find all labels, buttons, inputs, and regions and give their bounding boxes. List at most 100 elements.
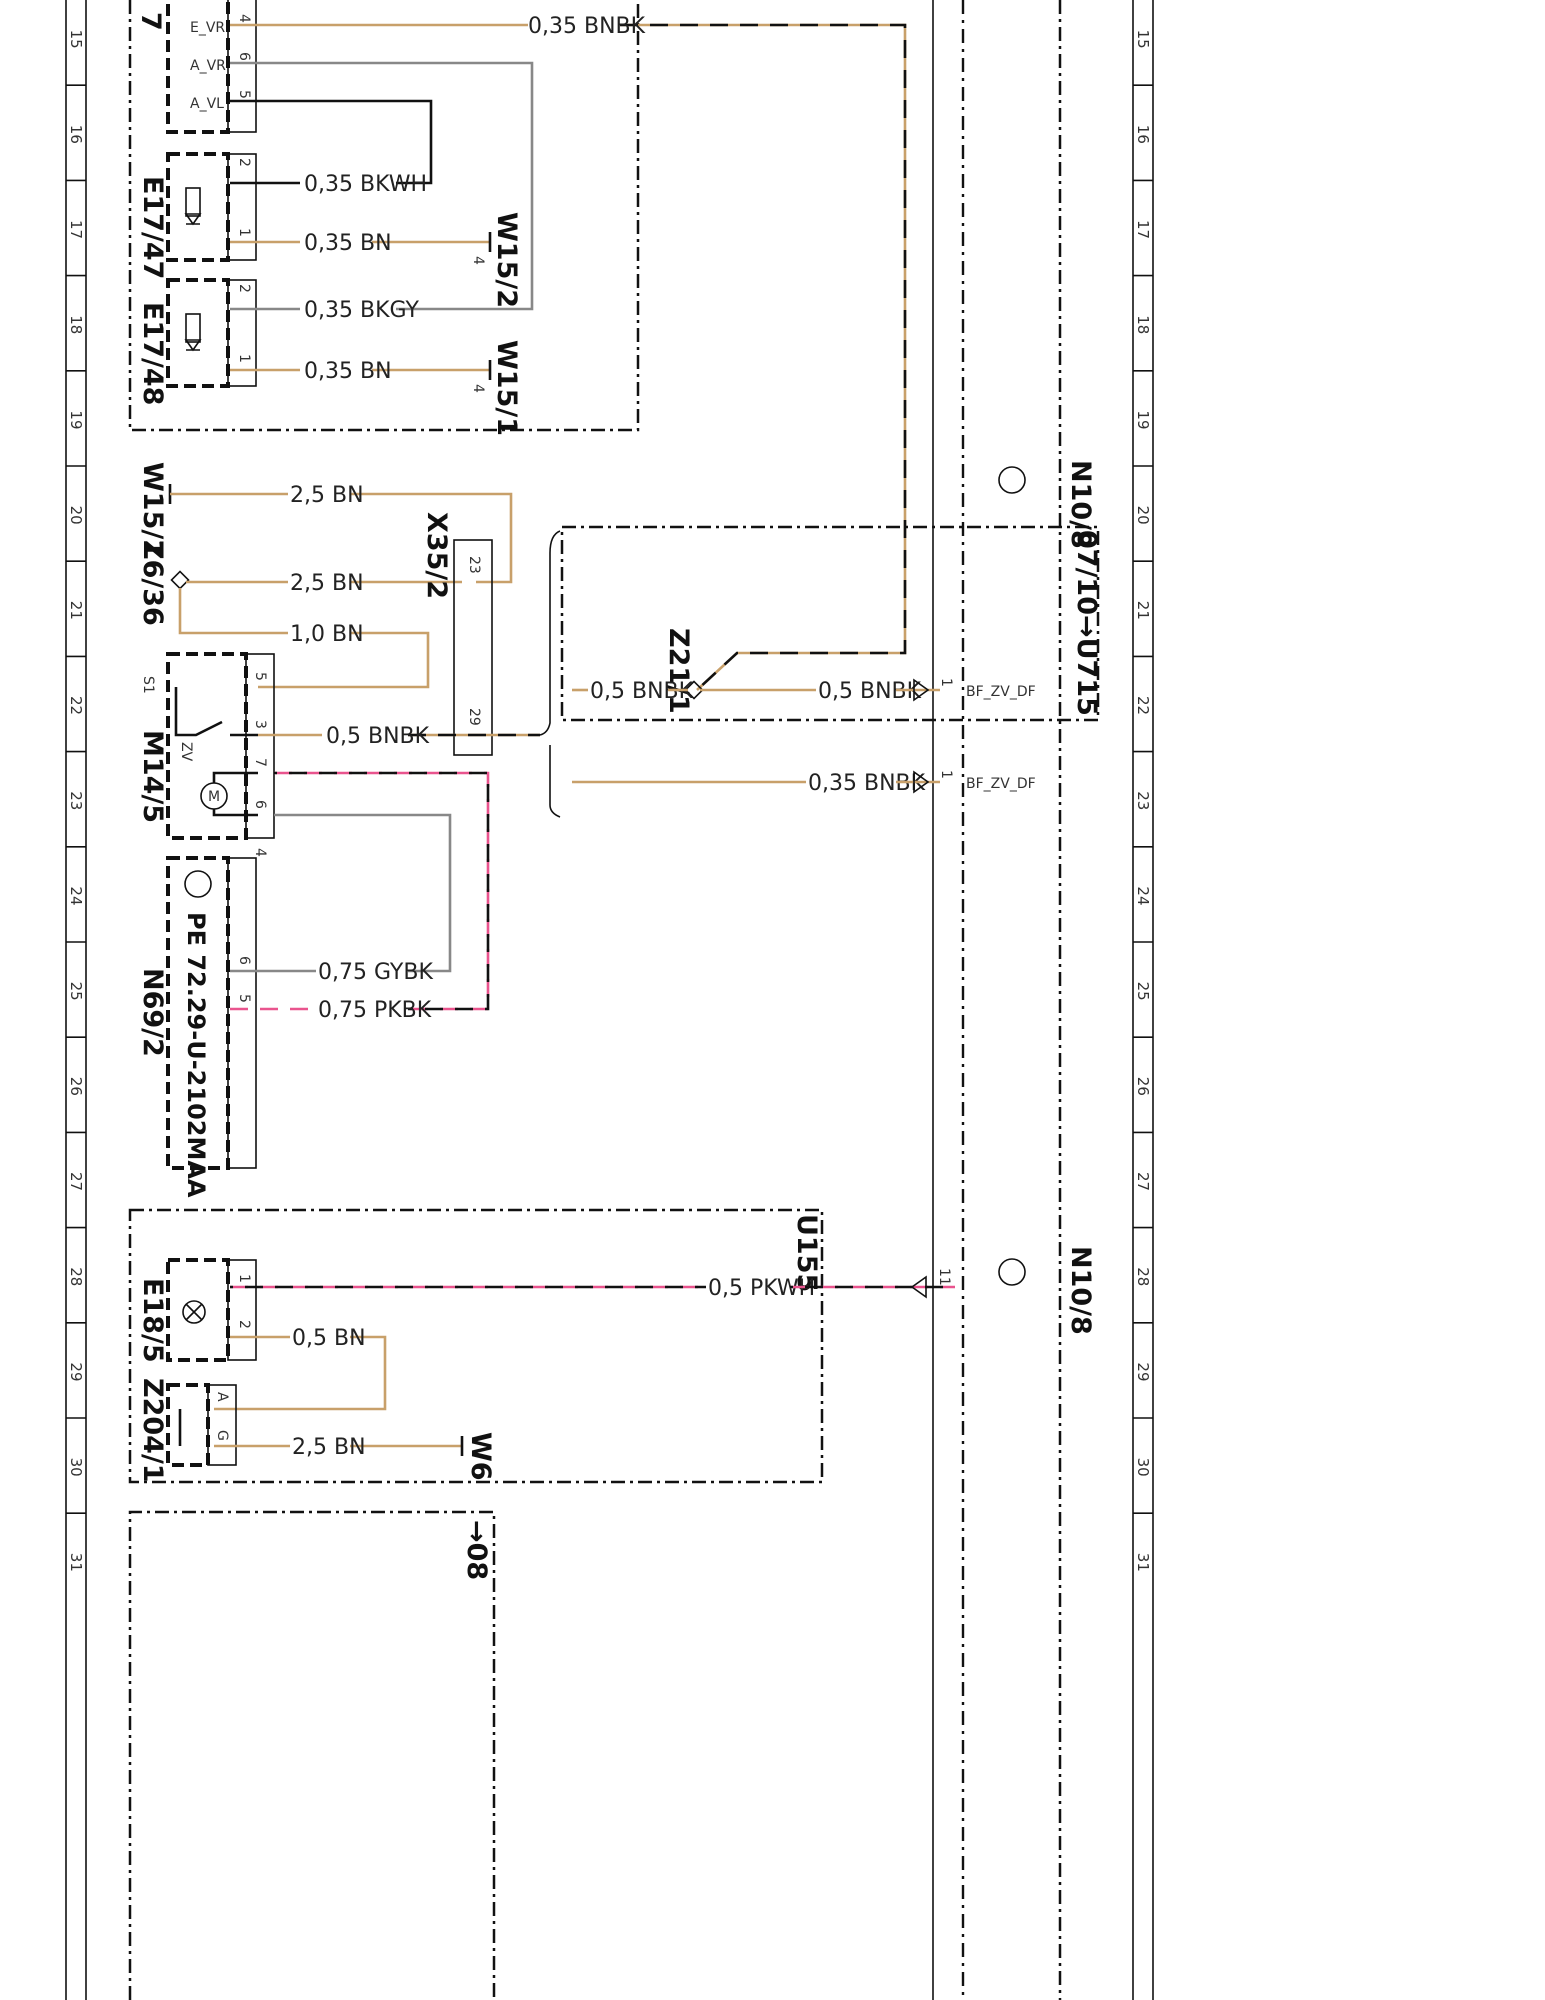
- brace-icon: [539, 530, 561, 818]
- control-unit-icon: [184, 870, 212, 898]
- n69-2-pins: [227, 857, 257, 1169]
- z204-1-pins: [207, 1384, 237, 1466]
- pin-label: G: [214, 1430, 230, 1441]
- wire-label: 1,0 BN: [290, 622, 364, 647]
- row-number: 18: [67, 315, 85, 334]
- range-module-box: [560, 525, 1100, 722]
- z204-1-body: [166, 1383, 210, 1467]
- pin-label: 4: [236, 14, 252, 23]
- pin-label: 1: [236, 228, 252, 237]
- row-number: 17: [1134, 220, 1152, 239]
- label-e18-5: E18/5: [137, 1278, 168, 1363]
- pin-label: 2: [236, 1320, 252, 1329]
- wire-label: 0,35 BN: [304, 359, 392, 384]
- arrow-icon: [913, 678, 930, 702]
- row-number: 31: [1134, 1553, 1152, 1572]
- wire-label: 2,5 BN: [292, 1435, 366, 1460]
- pe-reference: PE 72.29-U-2102MAA: [182, 912, 210, 1198]
- row-number: 31: [67, 1553, 85, 1572]
- row-number: 20: [67, 506, 85, 525]
- row-number: 27: [1134, 1172, 1152, 1191]
- e18-5-pins: [227, 1259, 257, 1361]
- label-w15-1-upper: W15/1: [491, 340, 522, 436]
- row-number: 19: [1134, 410, 1152, 429]
- right-row-ruler: [1132, 0, 1154, 2000]
- row-number: 16: [1134, 125, 1152, 144]
- wire-segment: [230, 99, 433, 185]
- row-number: 30: [67, 1458, 85, 1477]
- wire-segment: [230, 61, 534, 311]
- label-x35-2: X35/2: [421, 512, 452, 599]
- pin-label: 5: [252, 672, 268, 681]
- label-n69-2: N69/2: [137, 968, 168, 1057]
- label-w6: W6: [465, 1432, 496, 1481]
- e17-47-pins: [227, 153, 257, 261]
- row-number: 27: [67, 1172, 85, 1191]
- row-number: 26: [67, 1077, 85, 1096]
- pin-label: 1: [938, 770, 954, 779]
- row-number: 15: [1134, 30, 1152, 49]
- pin-label: A: [214, 1392, 230, 1402]
- row-number: 20: [1134, 506, 1152, 525]
- row-number: 16: [67, 125, 85, 144]
- u155-box: [128, 1208, 824, 1484]
- row-number: 30: [1134, 1458, 1152, 1477]
- label-range: 07/10→U715: [1071, 530, 1102, 716]
- row-number: 15: [67, 30, 85, 49]
- wire-segment: [258, 631, 430, 689]
- pin-label: 29: [466, 708, 482, 726]
- row-number: 23: [1134, 791, 1152, 810]
- switch-icon: [174, 687, 223, 737]
- pin-label: 1: [236, 354, 252, 363]
- row-number: 21: [67, 601, 85, 620]
- row-number: 28: [1134, 1267, 1152, 1286]
- row-number: 18: [1134, 315, 1152, 334]
- label-z204-1: Z204/1: [137, 1378, 168, 1483]
- signal-s1: S1: [140, 676, 156, 694]
- wire-label: 0,75 GYBK: [318, 960, 433, 985]
- e17-47-body: [166, 152, 230, 262]
- e18-5-body: [166, 1258, 230, 1362]
- pin-label: 4: [252, 848, 268, 857]
- m14-5-pins: [245, 653, 275, 839]
- signal-e-vr: E_VR: [190, 20, 225, 36]
- wire-label: 2,5 BN: [290, 483, 364, 508]
- x35-2-connector: [453, 539, 493, 756]
- row-number: 26: [1134, 1077, 1152, 1096]
- pin-label: 11: [936, 1268, 952, 1286]
- row-number: 24: [1134, 886, 1152, 905]
- wire-label: 0,75 PKBK: [318, 998, 432, 1023]
- e17-48-body: [166, 278, 230, 388]
- pin-label: 1: [938, 678, 954, 687]
- label-z6-36: Z6/36: [137, 540, 168, 626]
- row-number: 22: [1134, 696, 1152, 715]
- signal-a-vl: A_VL: [190, 96, 224, 112]
- wire-label: 0,5 BNBK: [326, 724, 430, 749]
- control-unit-icon: [998, 466, 1026, 494]
- e17-48-pins: [227, 279, 257, 387]
- wire-label: 0,35 BNBK: [528, 14, 646, 39]
- wire-label: 0,35 BNBK: [808, 771, 926, 796]
- row-number: 28: [67, 1267, 85, 1286]
- sensor-resistor-icon: [185, 187, 201, 217]
- pin-label: 1: [236, 1274, 252, 1283]
- label-n10-8-upper: N10/8: [1065, 460, 1096, 549]
- row-number: 22: [67, 696, 85, 715]
- splice-icon: [684, 680, 704, 700]
- row-number: 19: [67, 410, 85, 429]
- left-row-ruler: [65, 0, 87, 2000]
- wire-label: 0,5 BNBK: [590, 679, 694, 704]
- wire-segment: [620, 23, 907, 691]
- signal-zv: ZV: [178, 742, 194, 762]
- n69-2-body: [166, 856, 230, 1170]
- label-w15-2: W15/2: [491, 212, 522, 308]
- pin-label: 5: [236, 90, 252, 99]
- lamp-icon: [182, 1300, 206, 1324]
- pin-label: 5: [236, 994, 252, 1003]
- row-number: 29: [67, 1362, 85, 1381]
- wire-segment: [620, 23, 907, 691]
- label-z21-1: Z21/1: [663, 628, 694, 714]
- wire-label: 2,5 BN: [290, 571, 364, 596]
